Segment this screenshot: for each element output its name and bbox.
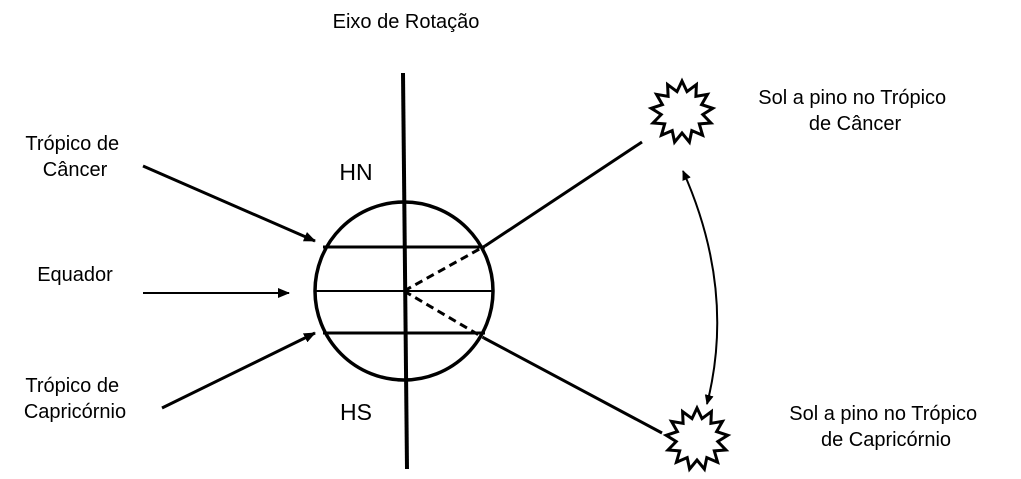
- sun-icon: [662, 404, 732, 473]
- sun-ray-cancer-outer: [484, 140, 643, 248]
- rotation-axis-line: [401, 72, 409, 470]
- sun-ray-capricorn-outer: [483, 336, 663, 435]
- north-hemisphere-label: HN: [339, 159, 372, 185]
- tropic-capricorn-arrow: [161, 331, 316, 410]
- sun-shape: [662, 404, 732, 473]
- sun-ray-cancer-inner: [403, 244, 486, 293]
- sun-shape: [647, 77, 717, 146]
- sun-capricorn-label: Sol a pino no Trópico de Capricórnio: [789, 403, 982, 451]
- south-hemisphere-label: HS: [340, 399, 372, 425]
- tropic-cancer-label: Trópico de Câncer: [25, 133, 124, 181]
- sun-migration-arrow: [682, 170, 719, 405]
- sun-icon: [647, 77, 717, 146]
- tropic-cancer-arrow: [142, 164, 316, 243]
- tropic-capricorn-label: Trópico de Capricórnio: [24, 375, 126, 423]
- equator-label: Equador: [37, 264, 113, 286]
- rotation-axis-title: Eixo de Rotação: [333, 11, 480, 33]
- sun-ray-capricorn-inner: [403, 289, 485, 340]
- sun-cancer-label: Sol a pino no Trópico de Câncer: [758, 87, 951, 135]
